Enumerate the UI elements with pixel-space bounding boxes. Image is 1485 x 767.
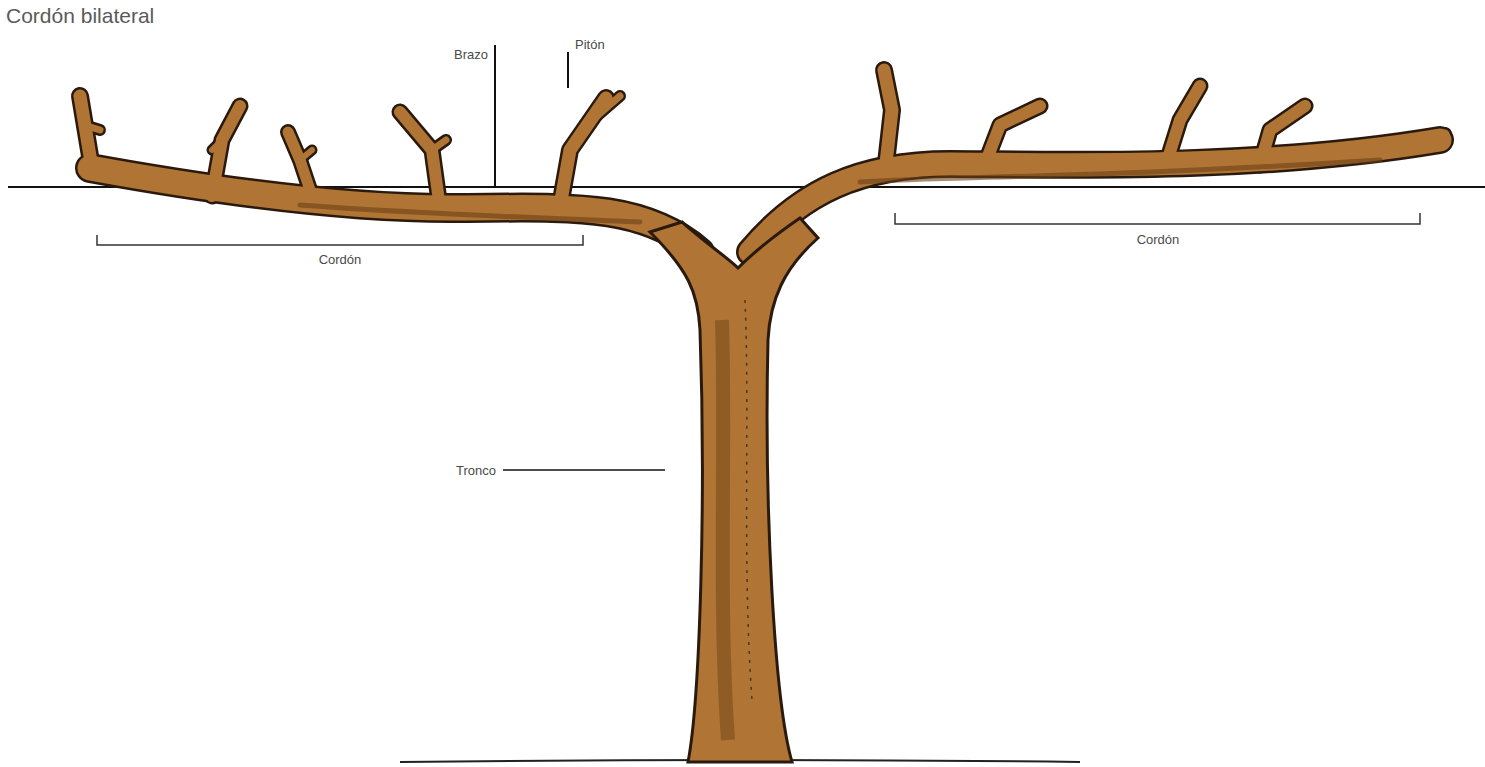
leader-line xyxy=(503,469,665,471)
trunk-shading xyxy=(722,320,728,740)
part-label: Cordón xyxy=(319,252,362,268)
leader-line xyxy=(494,45,496,186)
part-label: Pitón xyxy=(575,37,605,53)
diagram-title: Cordón bilateral xyxy=(6,3,154,28)
part-label: Cordón xyxy=(1137,232,1180,248)
part-label: Tronco xyxy=(456,463,496,479)
cordon-arms xyxy=(80,70,1445,252)
cordon-bracket xyxy=(895,213,1420,224)
cordon-bracket xyxy=(97,235,583,245)
part-label: Brazo xyxy=(454,47,488,63)
leader-line xyxy=(567,52,569,88)
bark-texture xyxy=(745,300,752,700)
vine-trunk xyxy=(650,218,818,762)
